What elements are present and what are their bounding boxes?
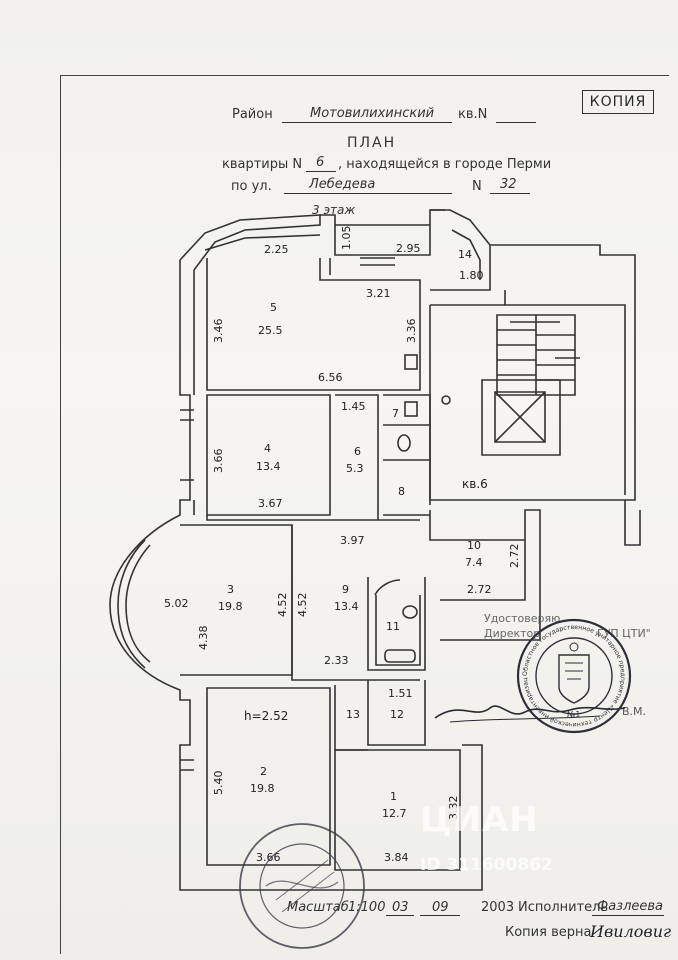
ispolnitel-label: Исполнитель — [518, 900, 609, 915]
house-label: N — [472, 179, 482, 194]
bm-label: В.М. — [622, 705, 647, 718]
dim-2-33: 2.33 — [324, 654, 349, 667]
date-day: 03 — [392, 900, 409, 915]
room-2-area: 19.8 — [250, 782, 275, 795]
room-9-number: 9 — [342, 583, 349, 596]
room-10-area: 7.4 — [465, 556, 483, 569]
bti-label: ГУП ЦТИ" — [597, 627, 651, 640]
room-4-area: 13.4 — [256, 460, 281, 473]
room-2-number: 2 — [260, 765, 267, 778]
room-11-number: 11 — [386, 620, 400, 633]
date-month: 09 — [432, 900, 449, 915]
kopiya-verna-label: Копия верна — [505, 925, 592, 940]
copy-seal — [239, 823, 365, 949]
dim-3-46: 3.46 — [212, 319, 225, 344]
kopiya-stamp: КОПИЯ — [582, 90, 654, 114]
street-name: Лебедева — [309, 177, 376, 192]
kv-label: кв.N — [458, 107, 488, 122]
room-8-number: 8 — [398, 485, 405, 498]
dim-6-56: 6.56 — [318, 371, 343, 384]
room-13-number: 13 — [346, 708, 360, 721]
street-underline — [284, 193, 452, 194]
day-underline — [386, 915, 414, 916]
room-14-number: 14 — [458, 248, 472, 261]
room-10-number: 10 — [467, 539, 481, 552]
floor-label: 3 этаж — [312, 203, 356, 217]
dim-3-32: 3.32 — [447, 796, 460, 821]
rayon-underline — [282, 122, 452, 123]
room-1-area: 12.7 — [382, 807, 407, 820]
dim-4-52-a: 4.52 — [276, 593, 289, 618]
kv-underline — [496, 122, 536, 123]
room-1-number: 1 — [390, 790, 397, 803]
dim-2-72-horiz: 2.72 — [467, 583, 492, 596]
room-3-number: 3 — [227, 583, 234, 596]
kv6-label: кв.6 — [462, 477, 488, 491]
dim-3-21: 3.21 — [366, 287, 391, 300]
udost-label: Удостоверяю — [484, 612, 561, 625]
plan-title: ПЛАН — [347, 135, 397, 151]
drawing-frame — [60, 75, 669, 954]
dim-3-67: 3.67 — [258, 497, 283, 510]
date-year: 2003 — [481, 900, 515, 915]
copy-signature: Ивиловиг — [590, 922, 672, 941]
room-3-area: 19.8 — [218, 600, 243, 613]
cian-watermark: ЦИАН — [420, 800, 539, 840]
room-4-number: 4 — [264, 442, 271, 455]
ceiling-height: h=2.52 — [244, 709, 288, 723]
dim-3-97: 3.97 — [340, 534, 365, 547]
street-label: по ул. — [231, 179, 272, 194]
dim-3-84: 3.84 — [384, 851, 409, 864]
room-5-area: 25.5 — [258, 324, 283, 337]
house-number: 32 — [500, 177, 517, 192]
seal-number: №1 — [567, 710, 580, 719]
apartment-number: 6 — [316, 155, 325, 170]
room-12-number: 12 — [390, 708, 404, 721]
dim-1-05: 1.05 — [340, 226, 353, 251]
room-7-number: 7 — [392, 407, 399, 420]
dim-3-36: 3.36 — [405, 319, 418, 344]
dim-5-40: 5.40 — [212, 771, 225, 796]
scale-value: 1:100 — [348, 900, 386, 915]
room-6-area: 5.3 — [346, 462, 364, 475]
dim-1-80: 1.80 — [459, 269, 484, 282]
line2-city: , находящейся в городе Перми — [338, 157, 552, 172]
dim-1-51: 1.51 — [388, 687, 413, 700]
line2-label: квартиры N — [222, 157, 303, 172]
dim-2-95: 2.95 — [396, 242, 421, 255]
dim-4-38: 4.38 — [197, 626, 210, 651]
ispolnitel-name: Фазлеева — [597, 899, 664, 914]
rayon-value: Мотовилихинский — [310, 106, 435, 121]
direktor-label: Директор — [484, 627, 541, 640]
dim-2-72-vert: 2.72 — [508, 544, 521, 569]
house-underline — [490, 193, 530, 194]
room-5-number: 5 — [270, 301, 277, 314]
apartment-underline — [306, 171, 336, 172]
director-signature — [434, 705, 626, 723]
cian-watermark-id: ID 311600862 — [420, 855, 553, 875]
month-underline — [420, 915, 460, 916]
masshtab-label: Масштаб — [287, 900, 349, 915]
ispolnitel-underline — [592, 915, 664, 916]
dim-4-52-b: 4.52 — [296, 593, 309, 618]
room-6-number: 6 — [354, 445, 361, 458]
dim-1-45: 1.45 — [341, 400, 366, 413]
dim-2-25: 2.25 — [264, 243, 289, 256]
dim-5-02: 5.02 — [164, 597, 189, 610]
rayon-label: Район — [232, 107, 273, 122]
room-9-area: 13.4 — [334, 600, 359, 613]
dim-3-66: 3.66 — [212, 449, 225, 474]
